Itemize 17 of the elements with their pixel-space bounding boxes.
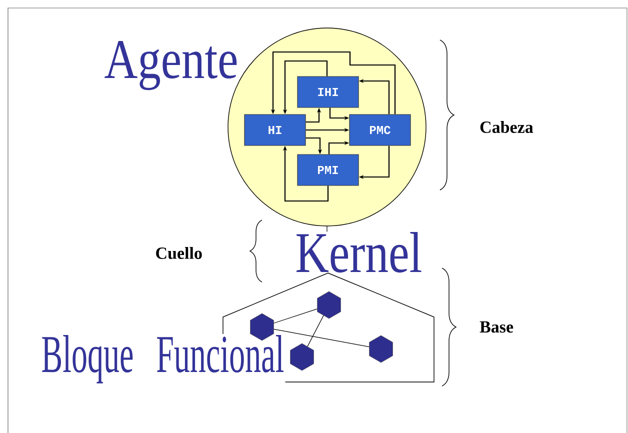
connector-line	[274, 328, 370, 348]
hexagon-node	[369, 335, 393, 363]
part-label: Cabeza	[480, 121, 534, 133]
process-box: PMI	[297, 154, 359, 186]
connector-line	[274, 308, 318, 324]
part-label: Base	[480, 321, 514, 333]
heading: Kernel	[296, 232, 422, 273]
hexagon-node	[290, 343, 314, 371]
process-box: PMC	[349, 114, 411, 146]
hexagon-node	[317, 291, 341, 319]
process-box: IHI	[297, 76, 359, 108]
heading: Agente	[104, 41, 237, 90]
connector-line	[326, 226, 328, 232]
connector-line	[307, 315, 324, 347]
part-label: Cuello	[156, 247, 202, 259]
heading: Bloque Funcional	[40, 334, 286, 384]
process-box: HI	[244, 114, 306, 146]
